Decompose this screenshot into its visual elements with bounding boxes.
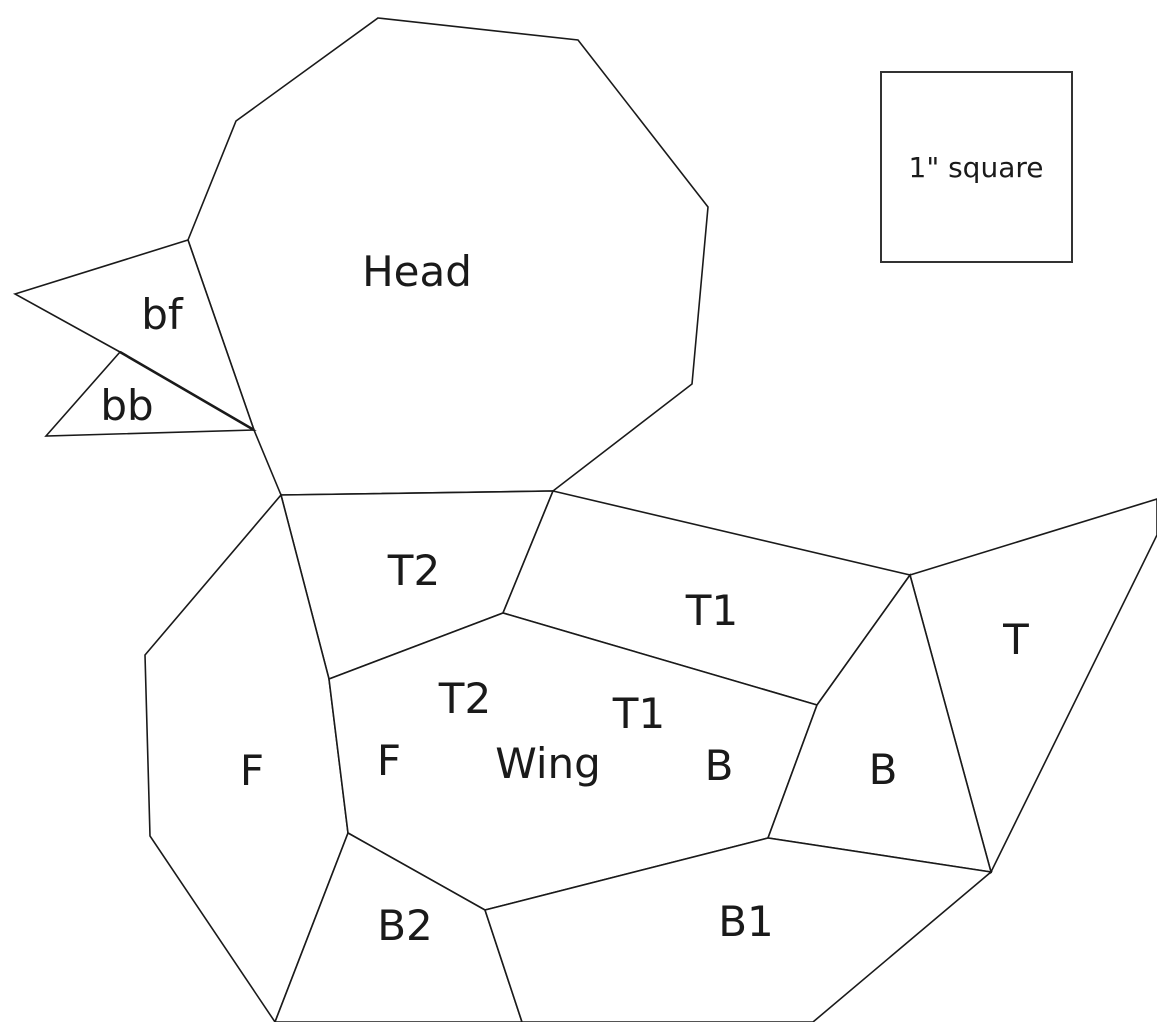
beak-seam: [119, 350, 255, 432]
wing-f-label: F: [377, 736, 401, 785]
scale-reference-label: 1" square: [909, 151, 1044, 184]
b1-piece: [483, 837, 993, 1022]
b2-piece: [274, 831, 523, 1022]
wing-title-label: Wing: [495, 739, 601, 788]
b1-label: B1: [718, 897, 774, 946]
head-label: Head: [362, 247, 472, 296]
wing-t1-label: T1: [612, 689, 665, 738]
beak-front-label: bf: [141, 290, 184, 339]
b2-label: B2: [377, 901, 433, 950]
beak-back-label: bb: [100, 381, 153, 430]
t1-upper-label: T1: [685, 586, 738, 635]
front-left-label: F: [240, 746, 264, 795]
scale-reference-square: [880, 71, 1073, 263]
wing-b-label: B: [705, 741, 734, 790]
wing-t2-label: T2: [438, 674, 491, 723]
b-right-label: B: [869, 745, 898, 794]
t2-upper-label: T2: [387, 546, 440, 595]
tail-label: T: [1002, 615, 1029, 664]
